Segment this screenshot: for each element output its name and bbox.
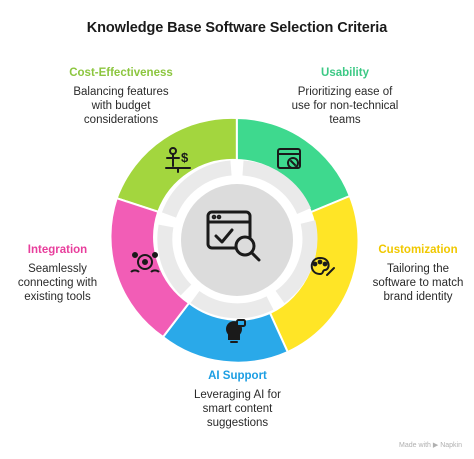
browser-pointer-icon [277,148,301,169]
paint-palette-icon [310,256,335,276]
desc-integration: Seamlessly connecting with existing tool… [17,263,98,303]
label-integration: Integration Seamlessly connecting with e… [10,244,105,304]
label-ai-support: AI Support Leveraging AI for smart conte… [160,370,315,430]
heading-cost-effectiveness: Cost-Effectiveness [69,67,173,79]
gear-people-icon [130,252,160,273]
label-usability: Usability Prioritizing ease of use for n… [280,67,410,127]
label-cost-effectiveness: Cost-Effectiveness Balancing features wi… [46,67,196,127]
heading-customization: Customization [378,244,458,256]
svg-text:$: $ [181,150,189,165]
desc-ai-support: Leveraging AI for smart content suggesti… [194,389,281,429]
page-title: Knowledge Base Software Selection Criter… [86,20,388,36]
label-customization: Customization Tailoring the software to … [368,244,468,304]
heading-usability: Usability [321,67,369,79]
balance-scale-icon: $ [165,147,191,173]
browser-search-icon [206,210,261,262]
inner-ring-arcs [157,160,318,319]
heading-ai-support: AI Support [208,370,267,382]
desc-customization: Tailoring the software to match brand id… [372,263,464,303]
desc-cost-effectiveness: Balancing features with budget considera… [73,86,169,126]
robot-bulb-icon [226,319,246,343]
footer-credit: Made with ▶ Napkin [399,442,462,449]
heading-integration: Integration [27,244,88,256]
desc-usability: Prioritizing ease of use for non-technic… [291,86,399,126]
